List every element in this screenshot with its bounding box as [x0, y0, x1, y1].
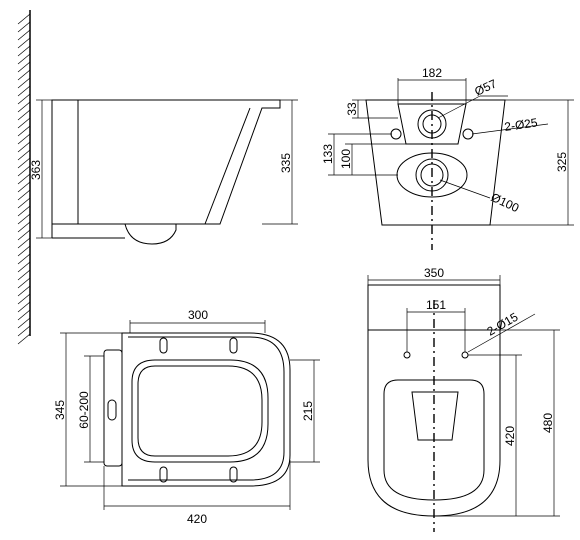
wall-hatch-line	[17, 125, 31, 137]
wall-hatch-line	[17, 205, 31, 217]
wall-hatch-line	[17, 37, 31, 49]
wall-hatch-line	[17, 101, 31, 113]
wall-hatch-line	[17, 245, 31, 257]
dim-151: 151	[426, 298, 446, 312]
wall-hatch-line	[17, 29, 31, 41]
top-view: 350 151 2-Ø15 420 480	[367, 266, 560, 532]
dim-420-top: 420	[503, 426, 517, 446]
wall-hatch-line	[17, 309, 31, 321]
wall-hatch-line	[17, 13, 31, 25]
dim-182: 182	[422, 66, 442, 80]
dim-350: 350	[424, 266, 444, 280]
dim-o57: Ø57	[472, 76, 499, 98]
dim-363: 363	[29, 160, 43, 180]
wall-hatch-line	[17, 253, 31, 265]
wall	[17, 10, 31, 345]
wall-hatch-line	[17, 333, 31, 345]
wall-hatch-line	[17, 189, 31, 201]
side-view: 363 335	[29, 99, 298, 245]
wall-hatch-line	[17, 149, 31, 161]
dim-33: 33	[345, 102, 359, 116]
wall-hatch-line	[17, 117, 31, 129]
wall-hatch-line	[17, 301, 31, 313]
wall-hatch-line	[17, 85, 31, 97]
wall-hatch-line	[17, 277, 31, 289]
wall-hatch-line	[17, 181, 31, 193]
wall-hatch-line	[17, 285, 31, 297]
dim-335: 335	[279, 153, 293, 173]
wall-hatch-line	[17, 325, 31, 337]
dim-100: 100	[339, 149, 353, 169]
wall-hatch-line	[17, 229, 31, 241]
dim-345: 345	[53, 400, 67, 420]
dim-2o15: 2-Ø15	[485, 310, 521, 339]
rear-view: 182 Ø57 2-Ø25 33 133 100 325 Ø100	[321, 66, 574, 250]
wall-hatch-line	[17, 317, 31, 329]
wall-hatch-line	[17, 93, 31, 105]
wall-hatch-line	[17, 293, 31, 305]
dim-300: 300	[188, 308, 208, 322]
dim-2o25: 2-Ø25	[503, 115, 538, 134]
wall-hatch-line	[17, 61, 31, 73]
wall-hatch-line	[17, 213, 31, 225]
wall-hatch-line	[17, 69, 31, 81]
wall-hatch-line	[17, 45, 31, 57]
wall-hatch-line	[17, 221, 31, 233]
wall-hatch-line	[17, 197, 31, 209]
wall-hatch-line	[17, 237, 31, 249]
dim-480: 480	[541, 413, 555, 433]
wall-hatch-line	[17, 77, 31, 89]
dim-420-seat: 420	[187, 512, 207, 526]
wall-hatch-line	[17, 173, 31, 185]
wall-hatch-line	[17, 133, 31, 145]
wall-hatch-line	[17, 109, 31, 121]
dim-o100: Ø100	[489, 190, 522, 215]
wall-hatch-line	[17, 269, 31, 281]
wall-hatch-line	[17, 157, 31, 169]
wall-hatch-line	[17, 261, 31, 273]
wall-hatch-line	[17, 141, 31, 153]
seat-view: 300 345 60-200 215 420	[53, 308, 320, 526]
dim-325: 325	[555, 152, 569, 172]
wall-hatch-line	[17, 53, 31, 65]
dim-60-200: 60-200	[77, 391, 91, 429]
dim-133: 133	[321, 144, 335, 164]
dim-215: 215	[301, 401, 315, 421]
wall-hatch-line	[17, 21, 31, 33]
wall-hatch-line	[17, 165, 31, 177]
